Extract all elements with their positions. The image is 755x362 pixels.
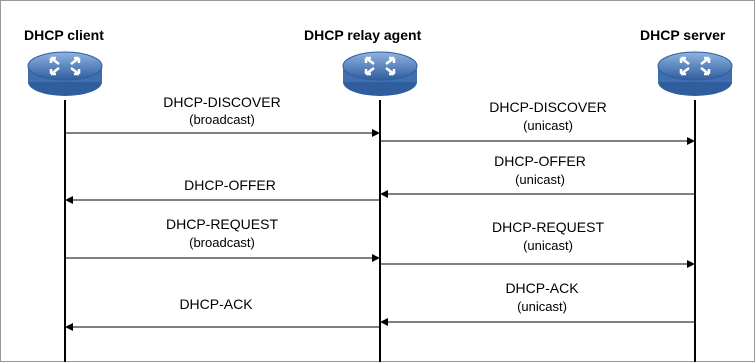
message-offer-relay-to-client: DHCP-OFFER <box>65 177 380 204</box>
message-discover-client-to-relay: DHCP-DISCOVER (broadcast) <box>65 94 380 137</box>
client-router-icon <box>27 51 103 96</box>
message-label: DHCP-OFFER <box>184 177 276 193</box>
message-request-relay-to-server: DHCP-REQUEST (unicast) <box>380 219 695 268</box>
message-label: DHCP-DISCOVER <box>163 94 280 110</box>
message-mode: (unicast) <box>523 118 573 133</box>
message-label: DHCP-ACK <box>505 280 579 296</box>
server-router-icon <box>657 51 733 96</box>
message-label: DHCP-ACK <box>179 296 253 312</box>
message-mode: (broadcast) <box>189 235 255 250</box>
message-label: DHCP-REQUEST <box>492 219 604 235</box>
message-mode: (unicast) <box>523 238 573 253</box>
message-label: DHCP-OFFER <box>494 153 586 169</box>
message-mode: (broadcast) <box>189 112 255 127</box>
message-ack-server-to-relay: DHCP-ACK (unicast) <box>380 280 695 326</box>
message-request-client-to-relay: DHCP-REQUEST (broadcast) <box>65 216 380 262</box>
message-label: DHCP-DISCOVER <box>489 99 606 115</box>
client-title: DHCP client <box>24 27 104 43</box>
message-discover-relay-to-server: DHCP-DISCOVER (unicast) <box>380 99 695 145</box>
message-label: DHCP-REQUEST <box>166 216 278 232</box>
message-mode: (unicast) <box>517 299 567 314</box>
relay-agent-title: DHCP relay agent <box>304 27 422 43</box>
message-ack-relay-to-client: DHCP-ACK <box>65 296 380 331</box>
message-offer-server-to-relay: DHCP-OFFER (unicast) <box>380 153 695 198</box>
message-mode: (unicast) <box>515 172 565 187</box>
relay-router-icon <box>342 51 418 96</box>
server-title: DHCP server <box>640 27 726 43</box>
